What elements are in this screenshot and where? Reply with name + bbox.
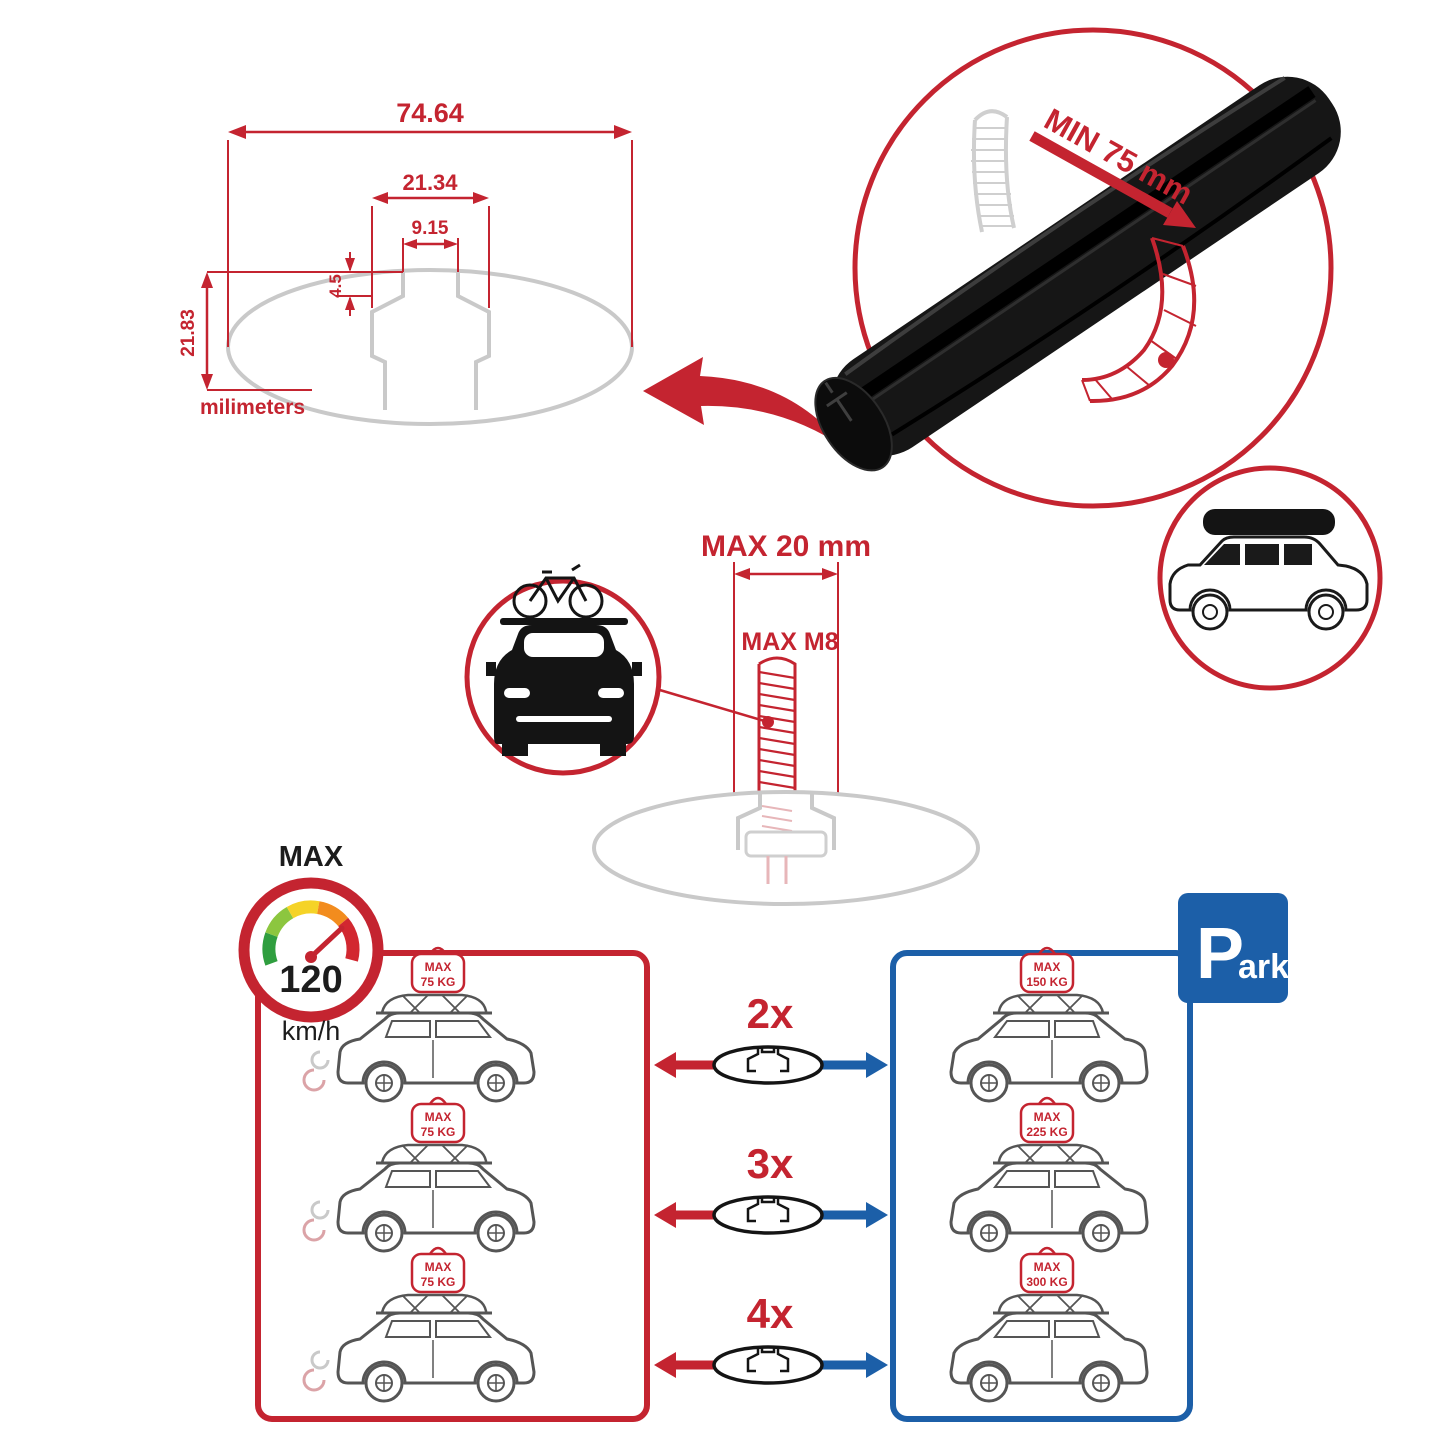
speed-limit-section: MAX 120 km/h: [238, 841, 384, 1046]
pointer-arrow: [643, 357, 845, 448]
row-multiplier: 3x: [747, 1140, 794, 1187]
load-label: MAX: [1034, 960, 1061, 974]
suv-roofbox-icon: [1168, 509, 1369, 631]
load-value: 300 KG: [1026, 1275, 1067, 1289]
dim-total-height: 21.83: [178, 309, 199, 357]
load-label: MAX: [425, 1110, 452, 1124]
bar-detail-section: MIN 75 mm: [814, 27, 1341, 509]
dim-total-width: 74.64: [396, 98, 464, 128]
min-clearance-arrow: [1029, 131, 1173, 218]
load-label: MAX: [425, 1260, 452, 1274]
accessory-leader-dot: [762, 716, 774, 728]
load-value: 75 KG: [421, 1125, 456, 1139]
max-thread-label: MAX M8: [741, 628, 838, 656]
channel-ellipse-icon: [592, 790, 980, 906]
crossbar-end-icon: [712, 1195, 824, 1235]
load-value: 75 KG: [421, 975, 456, 989]
max-length-label: MAX 20 mm: [701, 530, 871, 563]
load-value: 75 KG: [421, 1275, 456, 1289]
speed-max-label: MAX: [279, 841, 344, 873]
clamp-pivot-dot: [1158, 352, 1174, 368]
load-value: 150 KG: [1026, 975, 1067, 989]
gauge-needle: [308, 925, 345, 960]
speed-value: 120: [279, 959, 342, 1001]
load-label: MAX: [425, 960, 452, 974]
dimension-diagram: 74.64 21.34 9.15 4.5 21.83 milimeters: [178, 98, 845, 448]
row-multiplier: 2x: [747, 990, 794, 1037]
clamp-hook-icon: [1081, 237, 1197, 404]
crossbar-end-icon: [712, 1345, 824, 1385]
units-label: milimeters: [200, 396, 305, 419]
t-bolt-icon: [757, 656, 797, 806]
load-row-3: MAX 75 KG MAX 300 KG 4x: [302, 1246, 1149, 1403]
car-bike-section: [464, 563, 662, 776]
speed-unit: km/h: [282, 1016, 341, 1046]
bolt-diagram: MAX 20 mm MAX M8: [592, 530, 980, 906]
speedometer-gauge: [262, 900, 360, 966]
accessory-leader-line: [652, 686, 769, 724]
row-multiplier: 4x: [747, 1290, 794, 1337]
park-letter: P: [1196, 914, 1244, 994]
suv-roofbox-section: [1157, 465, 1383, 691]
load-label: MAX: [1034, 1260, 1061, 1274]
car-bike-icon: [486, 563, 642, 756]
crossbar-3d-icon: [814, 76, 1341, 472]
load-label: MAX: [1034, 1110, 1061, 1124]
load-value: 225 KG: [1026, 1125, 1067, 1139]
dim-slot-outer: 21.34: [402, 170, 458, 195]
clamp-strap-icon: [971, 109, 1016, 233]
dim-slot-depth: 4.5: [326, 274, 345, 298]
park-sign-icon: P ark: [1178, 893, 1289, 1003]
load-row-1: MAX 75 KG MAX 150 KG 2x: [302, 946, 1149, 1103]
crossbar-end-icon: [712, 1045, 824, 1085]
dim-slot-opening: 9.15: [412, 218, 449, 239]
park-suffix: ark: [1238, 948, 1289, 986]
load-row-2: MAX 75 KG MAX 225 KG 3x: [302, 1096, 1149, 1253]
